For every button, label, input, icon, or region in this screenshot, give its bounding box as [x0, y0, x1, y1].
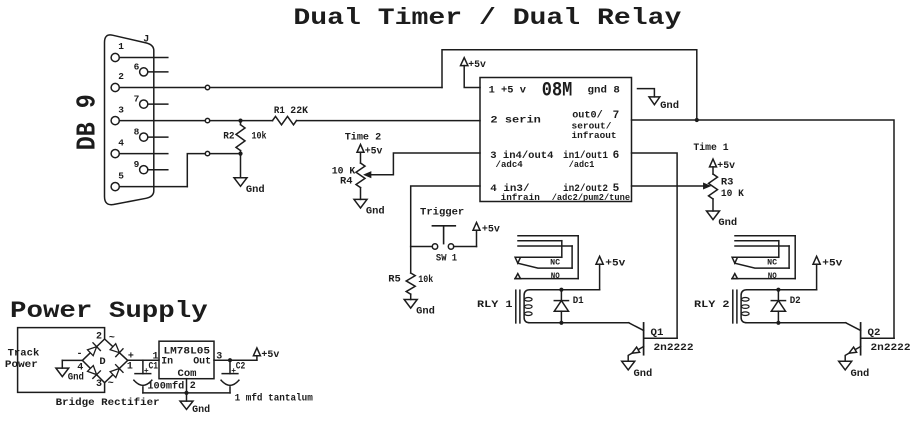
svg-text:D: D: [99, 356, 105, 368]
svg-text:+5v: +5v: [365, 145, 383, 157]
svg-text:1 +5 v: 1 +5 v: [489, 84, 527, 96]
svg-text:7: 7: [134, 94, 140, 105]
svg-text:Gnd: Gnd: [660, 100, 679, 112]
svg-text:2: 2: [96, 332, 102, 343]
svg-text:4: 4: [118, 137, 124, 148]
svg-text:100mfd: 100mfd: [147, 381, 184, 393]
svg-text:Q1: Q1: [651, 327, 664, 339]
svg-text:D2: D2: [790, 295, 801, 307]
svg-text:NC: NC: [767, 257, 777, 267]
svg-text:J: J: [143, 35, 149, 46]
svg-text:LM78L05: LM78L05: [164, 346, 211, 358]
svg-text:-: -: [77, 349, 83, 360]
svg-text:/adc2/pum2/tune: /adc2/pum2/tune: [552, 193, 630, 203]
svg-text:5: 5: [118, 170, 124, 181]
svg-text:08M: 08M: [542, 79, 573, 102]
svg-text:out0/: out0/: [572, 110, 603, 122]
svg-text:Gnd: Gnd: [851, 368, 870, 380]
svg-text:RLY 1: RLY 1: [477, 299, 513, 311]
svg-text:Gnd: Gnd: [246, 184, 265, 196]
svg-text:1 mfd tantalum: 1 mfd tantalum: [235, 393, 313, 405]
svg-text:Com: Com: [178, 368, 197, 380]
svg-text:+5v: +5v: [717, 160, 735, 172]
svg-text:3: 3: [118, 104, 124, 115]
svg-text:R1: R1: [274, 105, 285, 117]
svg-text:Gnd: Gnd: [192, 404, 210, 416]
svg-text:+: +: [231, 367, 236, 376]
svg-text:+5v: +5v: [822, 258, 843, 270]
svg-text:2n2222: 2n2222: [871, 342, 911, 354]
svg-text:Time 1: Time 1: [693, 142, 728, 154]
svg-text:+: +: [128, 351, 134, 362]
svg-text:infraout: infraout: [572, 131, 617, 141]
svg-text:Gnd: Gnd: [68, 372, 84, 384]
svg-text:RLY 2: RLY 2: [694, 299, 730, 311]
svg-text:8: 8: [134, 127, 140, 138]
svg-text:Track: Track: [8, 348, 40, 360]
svg-text:2 serin: 2 serin: [490, 115, 541, 127]
svg-text:2n2222: 2n2222: [654, 342, 694, 354]
svg-text:Power: Power: [5, 359, 38, 371]
svg-text:+5v: +5v: [261, 349, 280, 361]
svg-text:gnd 8: gnd 8: [588, 84, 620, 96]
svg-text:+5v: +5v: [468, 59, 486, 71]
svg-text:1: 1: [153, 352, 159, 363]
svg-text:Time 2: Time 2: [345, 132, 382, 144]
svg-text:Power Supply: Power Supply: [10, 298, 208, 324]
svg-text:NO: NO: [551, 271, 560, 281]
svg-text:Gnd: Gnd: [416, 306, 435, 318]
svg-text:R4: R4: [340, 176, 353, 188]
svg-text:SW 1: SW 1: [436, 252, 457, 264]
svg-text:in2/out2: in2/out2: [563, 183, 608, 195]
svg-text:4: 4: [77, 363, 83, 374]
svg-text:7: 7: [613, 110, 620, 122]
svg-text:2: 2: [118, 71, 124, 82]
svg-text:C2: C2: [236, 361, 246, 373]
svg-text:Bridge Rectifier: Bridge Rectifier: [56, 397, 160, 409]
svg-text:+: +: [144, 367, 149, 376]
svg-text:C1: C1: [149, 361, 159, 373]
svg-text:Gnd: Gnd: [634, 368, 653, 380]
svg-text:NC: NC: [550, 257, 560, 267]
svg-text:NO: NO: [768, 271, 777, 281]
svg-text:6: 6: [613, 150, 620, 162]
svg-text:infrain: infrain: [501, 193, 540, 203]
svg-text:In: In: [161, 356, 173, 368]
svg-text:10k: 10k: [418, 274, 433, 286]
svg-text:Trigger: Trigger: [420, 206, 464, 218]
svg-text:serout/: serout/: [572, 121, 612, 131]
svg-text:R3: R3: [721, 177, 734, 189]
svg-text:3: 3: [96, 379, 102, 390]
svg-text:in1/out1: in1/out1: [563, 150, 608, 162]
svg-text:22K: 22K: [290, 105, 308, 117]
svg-text:~: ~: [109, 333, 115, 344]
svg-text:Gnd: Gnd: [366, 206, 385, 218]
svg-text:1: 1: [127, 361, 133, 372]
svg-text:3 in4/out4: 3 in4/out4: [490, 150, 553, 162]
svg-text:D1: D1: [573, 295, 584, 307]
svg-text:Q2: Q2: [868, 327, 881, 339]
svg-text:R5: R5: [388, 274, 401, 286]
svg-text:R2: R2: [223, 130, 234, 142]
svg-text:10 K: 10 K: [721, 188, 745, 200]
svg-text:+5v: +5v: [482, 223, 501, 235]
svg-text:Out: Out: [193, 356, 211, 368]
svg-text:3: 3: [216, 352, 222, 363]
svg-text:/adc4: /adc4: [496, 160, 524, 170]
svg-text:1: 1: [118, 41, 124, 52]
svg-text:+5v: +5v: [605, 258, 626, 270]
svg-text:10 K: 10 K: [332, 166, 356, 178]
svg-text:DB 9: DB 9: [74, 94, 104, 150]
svg-text:5: 5: [613, 183, 620, 195]
svg-text:2: 2: [190, 381, 196, 392]
svg-text:~: ~: [108, 378, 114, 389]
svg-text:Dual Timer / Dual Relay: Dual Timer / Dual Relay: [293, 5, 681, 31]
svg-text:9: 9: [134, 159, 140, 170]
svg-text:4 in3/: 4 in3/: [490, 183, 529, 195]
svg-text:6: 6: [134, 61, 140, 72]
svg-text:Gnd: Gnd: [718, 217, 737, 229]
svg-text:10k: 10k: [252, 130, 267, 142]
svg-text:/adc1: /adc1: [569, 160, 595, 170]
